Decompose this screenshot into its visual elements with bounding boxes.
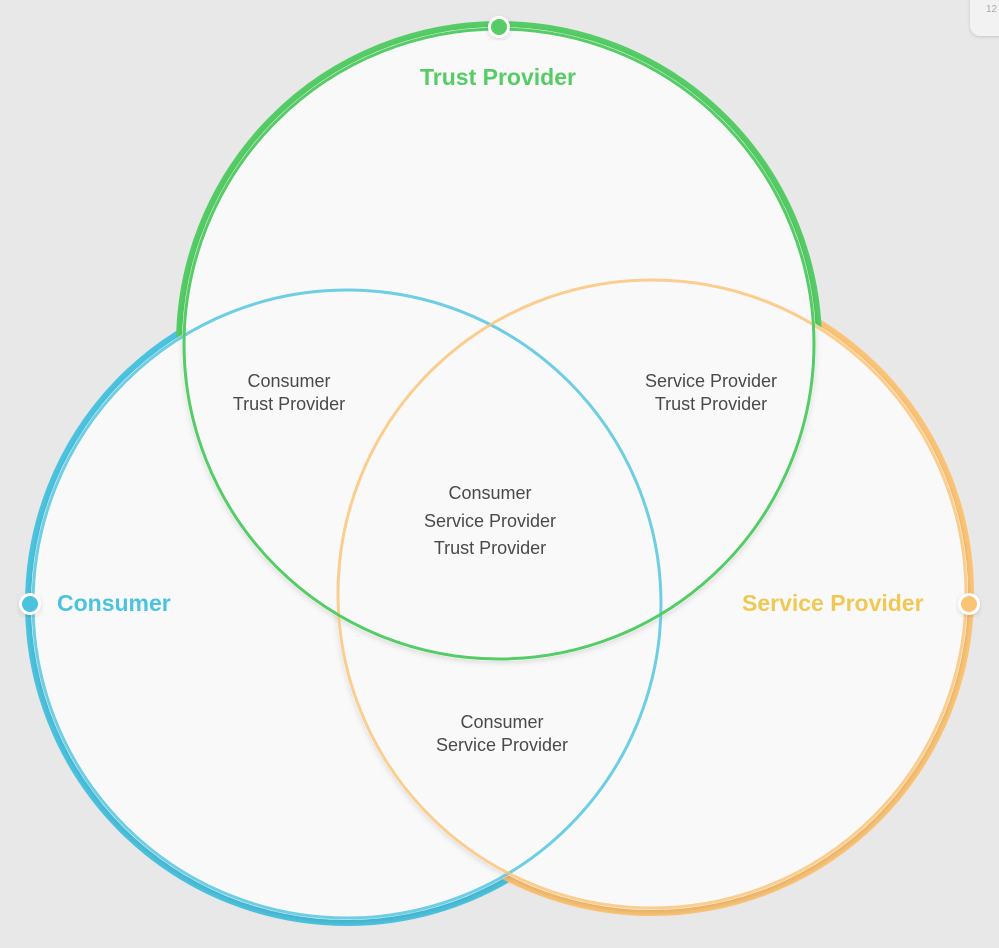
set-label-consumer: Consumer xyxy=(57,590,171,616)
region-all-three: Consumer Service Provider Trust Provider xyxy=(423,483,557,558)
consumer-handle-dot-icon[interactable] xyxy=(22,596,38,612)
region-consumer-service: Consumer Service Provider xyxy=(435,712,569,755)
corner-tab[interactable]: 12 xyxy=(970,0,999,36)
trust-handle-dot-icon[interactable] xyxy=(491,19,507,35)
region-service-trust: Service Provider Trust Provider xyxy=(644,371,778,414)
corner-tab-text: 12 xyxy=(986,4,998,15)
trust-circle-fill xyxy=(182,27,816,661)
set-label-trust: Trust Provider xyxy=(420,64,576,90)
set-label-service: Service Provider xyxy=(742,590,924,616)
region-consumer-trust: Consumer Trust Provider xyxy=(232,371,346,414)
service-handle-dot-icon[interactable] xyxy=(961,596,977,612)
